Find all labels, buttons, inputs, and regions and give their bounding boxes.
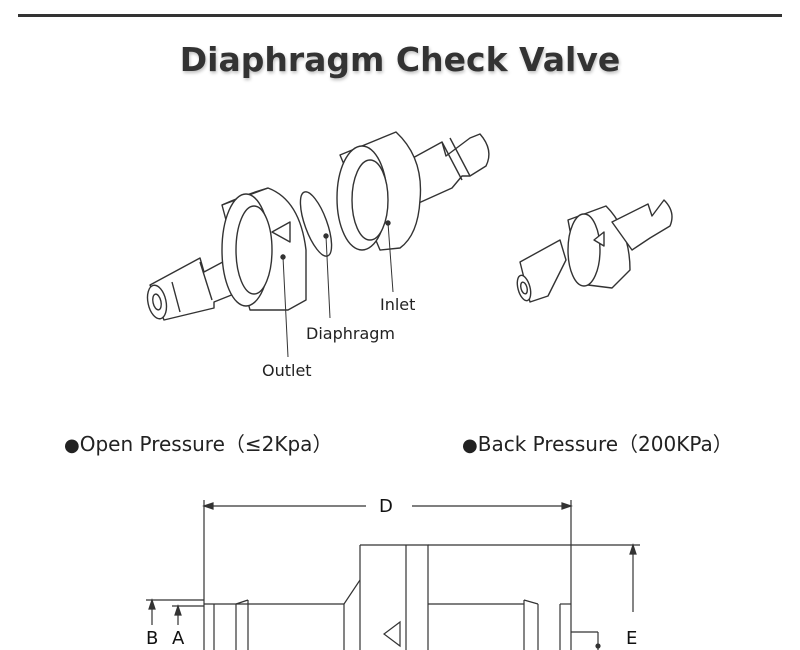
diaphragm-disc <box>299 191 333 257</box>
back-pressure-text: Back Pressure（200KPa） <box>477 432 733 456</box>
dimension-drawing <box>146 500 640 650</box>
inlet-label: Inlet <box>380 295 415 314</box>
back-pressure-spec: ●Back Pressure（200KPa） <box>462 428 733 457</box>
open-pressure-text: Open Pressure（≤2Kpa） <box>79 432 333 456</box>
diaphragm-label: Diaphragm <box>306 324 395 343</box>
page-title: Diaphragm Check Valve <box>179 40 621 79</box>
dimension-d-label: D <box>379 496 393 517</box>
assembled-valve <box>516 199 673 303</box>
bullet-icon: ● <box>64 435 80 456</box>
outlet-label: Outlet <box>262 361 312 380</box>
top-divider <box>18 14 782 17</box>
outlet-leader <box>282 256 289 358</box>
diaphragm-leader <box>325 235 331 319</box>
inlet-leader <box>387 222 394 293</box>
bullet-icon: ● <box>462 435 478 456</box>
dimension-a-label: A <box>172 628 185 649</box>
open-pressure-spec: ●Open Pressure（≤2Kpa） <box>64 428 332 457</box>
inlet-part <box>336 131 490 251</box>
dimension-b-label: B <box>146 628 158 649</box>
outlet-part <box>146 187 307 321</box>
dimension-e-label: E <box>626 628 637 649</box>
